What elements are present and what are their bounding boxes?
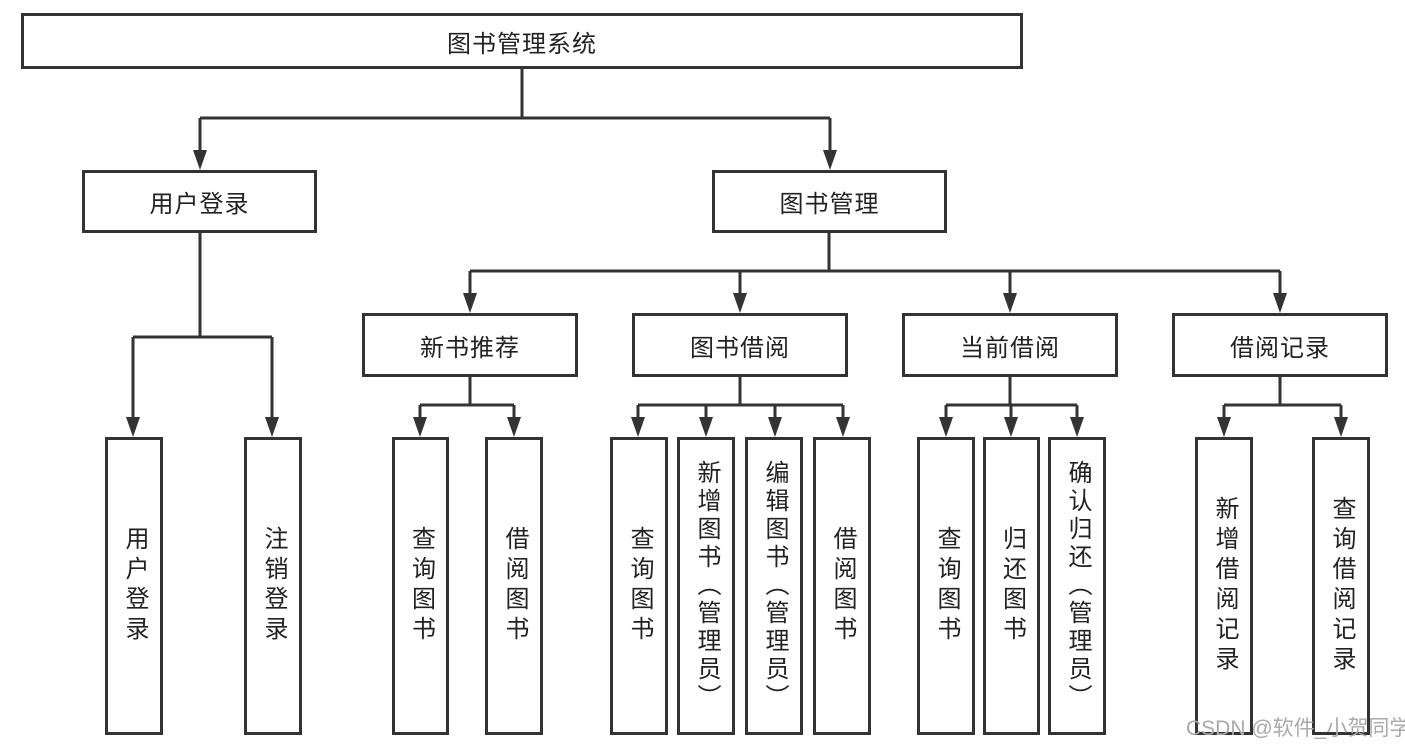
arrow-down-icon [1273, 293, 1287, 313]
connector-line [944, 377, 1079, 419]
leaf-logout: 注销登录 [244, 437, 302, 735]
arrow-down-icon [1334, 417, 1348, 437]
node-label: 注销登录 [260, 526, 287, 646]
arrow-down-icon [733, 293, 747, 313]
connector-current-borrowing-to-leaves [939, 377, 1084, 437]
node-label: 确认归还（管理员） [1064, 460, 1091, 712]
connector-line [418, 377, 516, 419]
connector-root-to-level2 [193, 69, 837, 170]
node-label: 新增借阅记录 [1211, 496, 1238, 676]
node-label: 借阅图书 [501, 526, 528, 646]
connector-book-management-to-level3 [463, 233, 1287, 313]
connector-line [131, 233, 274, 419]
leaf-add-borrow-record: 新增借阅记录 [1195, 437, 1253, 735]
arrow-down-icon [413, 417, 427, 437]
leaf-query-books-current: 查询图书 [917, 437, 975, 735]
arrow-down-icon [1003, 293, 1017, 313]
node-label: 查询图书 [626, 526, 653, 646]
connector-new-book-recommend-to-leaves [413, 377, 521, 437]
leaf-user-login: 用户登录 [105, 437, 163, 735]
node-book-management: 图书管理 [712, 170, 947, 233]
node-label: 图书管理 [779, 191, 880, 218]
node-label: 借阅记录 [1230, 334, 1330, 362]
arrow-down-icon [463, 293, 477, 313]
arrow-down-icon [126, 417, 140, 437]
leaf-borrow-books-borrowing: 借阅图书 [813, 437, 871, 735]
node-label: 查询图书 [933, 526, 960, 646]
arrow-down-icon [699, 417, 713, 437]
node-label: 新书推荐 [420, 334, 520, 362]
node-label: 用户登录 [121, 526, 148, 646]
connector-book-borrowing-to-leaves [631, 377, 850, 437]
leaf-borrow-books-recommend: 借阅图书 [485, 437, 543, 735]
arrow-down-icon [823, 150, 837, 170]
leaf-edit-books-admin: 编辑图书（管理员） [745, 437, 803, 735]
arrow-down-icon [939, 417, 953, 437]
node-book-borrowing: 图书借阅 [632, 313, 848, 377]
connector-line [636, 377, 845, 419]
node-label: 新增图书（管理员） [693, 460, 720, 712]
node-label: 图书借阅 [690, 334, 790, 362]
node-label: 用户登录 [149, 191, 250, 218]
node-library-management-system: 图书管理系统 [21, 13, 1023, 69]
csdn-watermark: CSDN @软件_小贺同学 [1186, 717, 1405, 740]
node-borrowing-records: 借阅记录 [1172, 313, 1388, 377]
node-label: 查询图书 [407, 526, 435, 646]
arrow-down-icon [836, 417, 850, 437]
node-label: 图书管理系统 [447, 30, 597, 58]
leaf-query-borrow-record: 查询借阅记录 [1312, 437, 1370, 735]
node-label: 当前借阅 [960, 334, 1060, 362]
arrow-down-icon [1070, 417, 1084, 437]
connector-line [1222, 377, 1343, 419]
node-new-book-recommend: 新书推荐 [362, 313, 578, 377]
arrow-down-icon [631, 417, 645, 437]
leaf-add-books-admin: 新增图书（管理员） [677, 437, 735, 735]
leaf-return-books: 归还图书 [983, 437, 1040, 735]
connector-line [198, 69, 832, 152]
arrow-down-icon [768, 417, 782, 437]
node-label: 编辑图书（管理员） [761, 460, 788, 712]
leaf-query-books-borrowing: 查询图书 [610, 437, 668, 735]
node-label: 查询借阅记录 [1328, 496, 1355, 676]
node-label: 借阅图书 [829, 526, 856, 646]
connector-borrowing-records-to-leaves [1217, 377, 1348, 437]
node-label: 归还图书 [998, 526, 1026, 646]
arrow-down-icon [193, 150, 207, 170]
node-user-login: 用户登录 [82, 170, 317, 233]
leaf-query-books-recommend: 查询图书 [392, 437, 449, 735]
leaf-confirm-return-admin: 确认归还（管理员） [1048, 437, 1106, 735]
connector-line [468, 233, 1282, 295]
arrow-down-icon [1004, 417, 1018, 437]
node-current-borrowing: 当前借阅 [902, 313, 1118, 377]
arrow-down-icon [265, 417, 279, 437]
arrow-down-icon [1217, 417, 1231, 437]
connector-user-login-to-leaves [126, 233, 279, 437]
arrow-down-icon [507, 417, 521, 437]
